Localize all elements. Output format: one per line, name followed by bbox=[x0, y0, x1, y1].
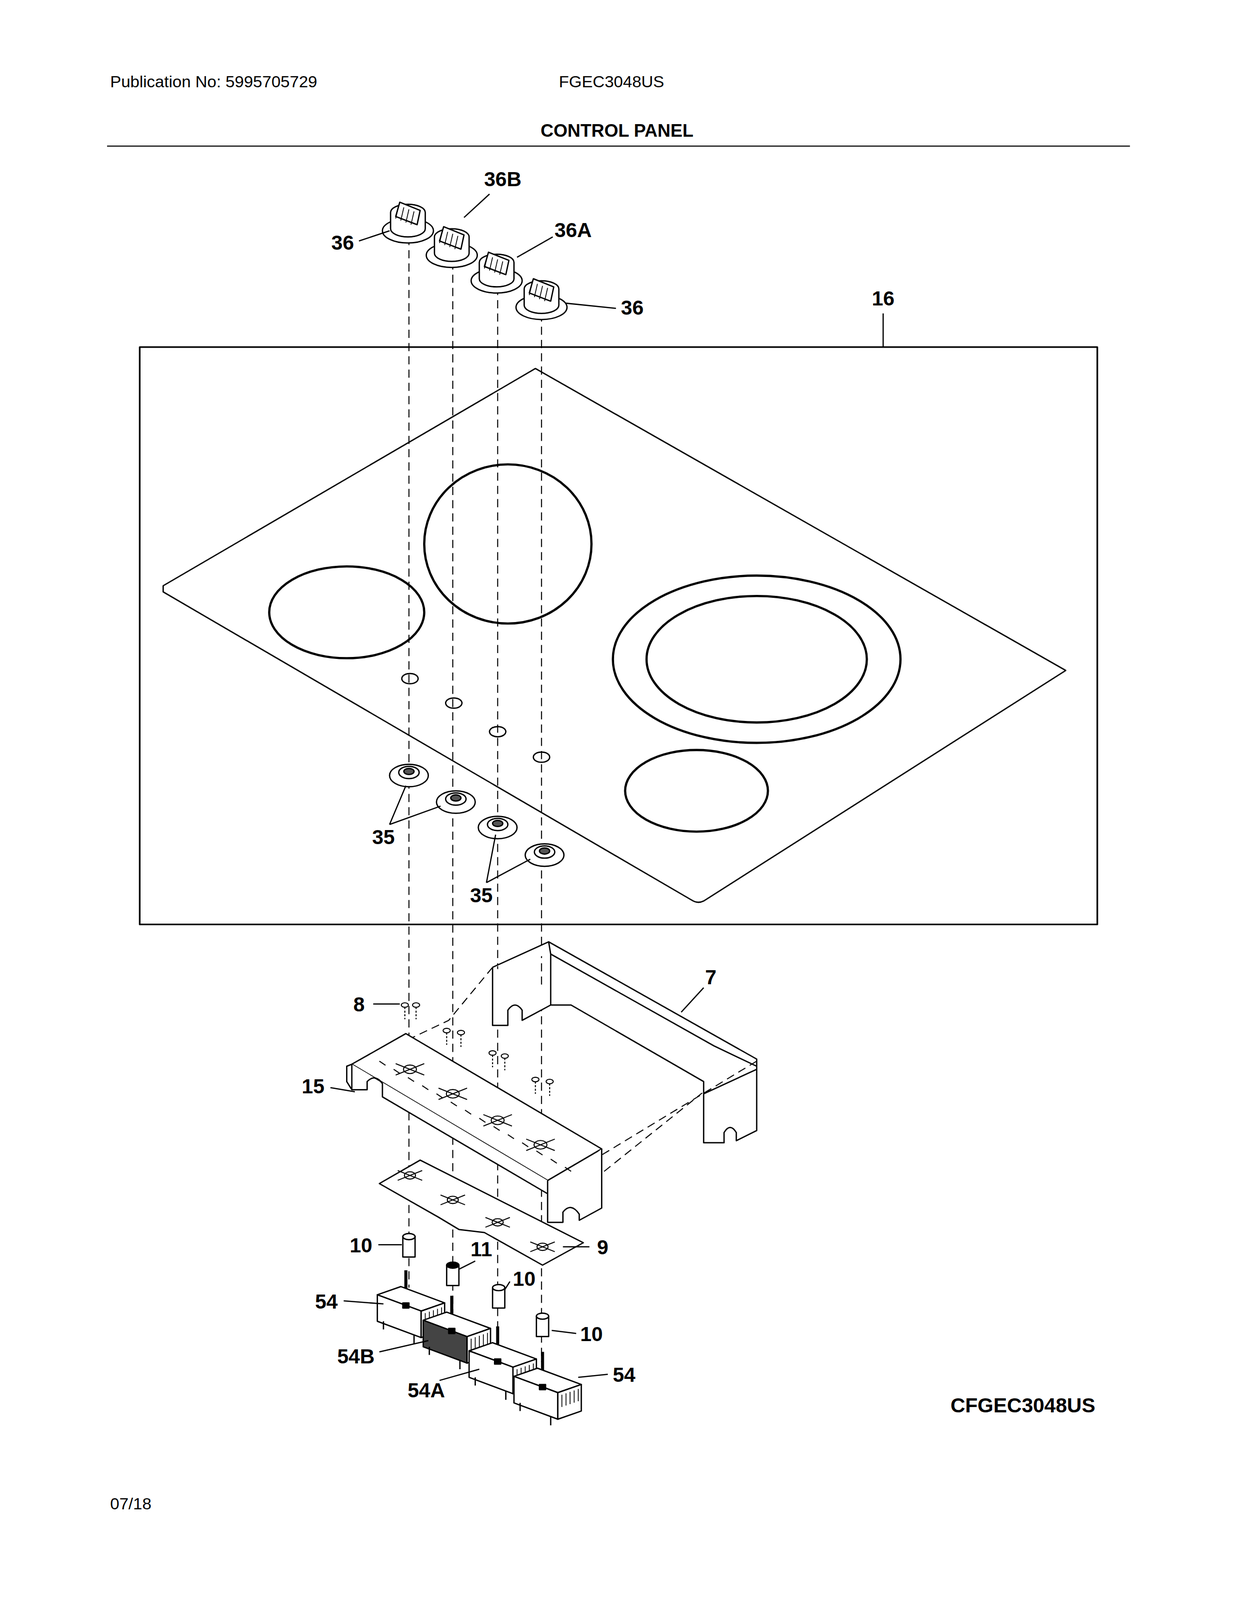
tray-holes bbox=[379, 1061, 572, 1172]
leader-lines bbox=[330, 193, 884, 1380]
grommet bbox=[389, 763, 429, 787]
callout-number: 54A bbox=[407, 1379, 445, 1401]
callout-number: 16 bbox=[871, 288, 895, 309]
mount-hole bbox=[485, 1217, 510, 1227]
slot bbox=[536, 1150, 543, 1155]
screw bbox=[489, 1050, 497, 1067]
knob bbox=[471, 252, 523, 293]
header-text: FGEC3048US bbox=[558, 73, 665, 90]
screw bbox=[401, 1002, 409, 1019]
switches bbox=[377, 1233, 582, 1426]
page-title: CONTROL PANEL bbox=[540, 121, 694, 140]
slot bbox=[464, 1109, 472, 1114]
slot bbox=[565, 1166, 572, 1171]
callout-number: 54 bbox=[612, 1364, 636, 1385]
callout-number: 9 bbox=[597, 1236, 609, 1258]
element-ring bbox=[625, 749, 769, 832]
callout-number: 35 bbox=[470, 885, 493, 906]
slot bbox=[493, 1125, 500, 1130]
header-text: 07/18 bbox=[110, 1494, 152, 1512]
shaft-coupler bbox=[446, 1261, 460, 1285]
callout-number: 11 bbox=[470, 1238, 492, 1260]
callout-number: 54B bbox=[337, 1346, 375, 1367]
callout-number: 36A bbox=[554, 220, 592, 241]
mount-hole bbox=[483, 1114, 512, 1126]
callout-number: 15 bbox=[301, 1076, 325, 1097]
screw bbox=[443, 1028, 451, 1045]
slot bbox=[479, 1117, 486, 1122]
screw bbox=[501, 1053, 509, 1070]
knob bbox=[426, 226, 477, 268]
element-ring bbox=[612, 575, 901, 743]
slot bbox=[507, 1134, 515, 1139]
element-ring bbox=[424, 464, 592, 624]
glass-top bbox=[163, 368, 1066, 903]
slot bbox=[422, 1085, 429, 1090]
callout-number: 54 bbox=[315, 1291, 338, 1312]
grommets bbox=[389, 763, 565, 866]
grommet bbox=[478, 816, 518, 839]
callout-number: 10 bbox=[512, 1268, 536, 1289]
mount-hole bbox=[395, 1063, 425, 1076]
slot bbox=[393, 1068, 400, 1073]
slot bbox=[436, 1093, 443, 1098]
tray-top bbox=[351, 1033, 602, 1181]
knobs bbox=[382, 202, 568, 320]
slot bbox=[550, 1158, 557, 1163]
screw bbox=[457, 1030, 465, 1047]
callout-number: 8 bbox=[353, 994, 365, 1015]
header-rule bbox=[107, 145, 1130, 147]
knob-holes bbox=[401, 673, 550, 762]
infinite-switch bbox=[513, 1351, 582, 1425]
grommet bbox=[525, 843, 565, 866]
mount-hole bbox=[530, 1241, 555, 1252]
slot bbox=[522, 1142, 529, 1147]
mount-hole bbox=[438, 1087, 468, 1100]
callout-number: 10 bbox=[349, 1235, 373, 1256]
mount-hole bbox=[526, 1138, 555, 1151]
slot bbox=[450, 1101, 458, 1106]
header-text: Publication No: 5995705729 bbox=[110, 73, 317, 90]
knob bbox=[516, 278, 568, 320]
knob bbox=[382, 202, 434, 243]
callout-number: 36B bbox=[484, 169, 522, 190]
callout-number: 35 bbox=[372, 826, 396, 848]
callout-number: CFGEC3048US bbox=[950, 1394, 1096, 1416]
screw bbox=[531, 1077, 539, 1094]
callout-number: 36 bbox=[331, 232, 355, 254]
callout-number: 10 bbox=[580, 1323, 603, 1345]
grommet bbox=[436, 790, 476, 813]
screws bbox=[401, 1002, 554, 1096]
slot bbox=[408, 1077, 415, 1081]
screw bbox=[412, 1002, 420, 1019]
mount-hole bbox=[397, 1170, 423, 1180]
cooktop-frame bbox=[139, 347, 1098, 925]
shaft-coupler bbox=[402, 1233, 415, 1257]
mount-hole bbox=[440, 1194, 465, 1205]
shaft-coupler bbox=[536, 1312, 549, 1336]
callout-number: 7 bbox=[705, 966, 717, 988]
shaft-coupler bbox=[492, 1283, 505, 1308]
element-ring bbox=[646, 595, 867, 723]
shield-plate bbox=[379, 1159, 584, 1266]
slot bbox=[379, 1061, 386, 1065]
element-ring bbox=[269, 566, 425, 658]
callout-number: 36 bbox=[620, 297, 644, 318]
screw bbox=[546, 1078, 554, 1096]
